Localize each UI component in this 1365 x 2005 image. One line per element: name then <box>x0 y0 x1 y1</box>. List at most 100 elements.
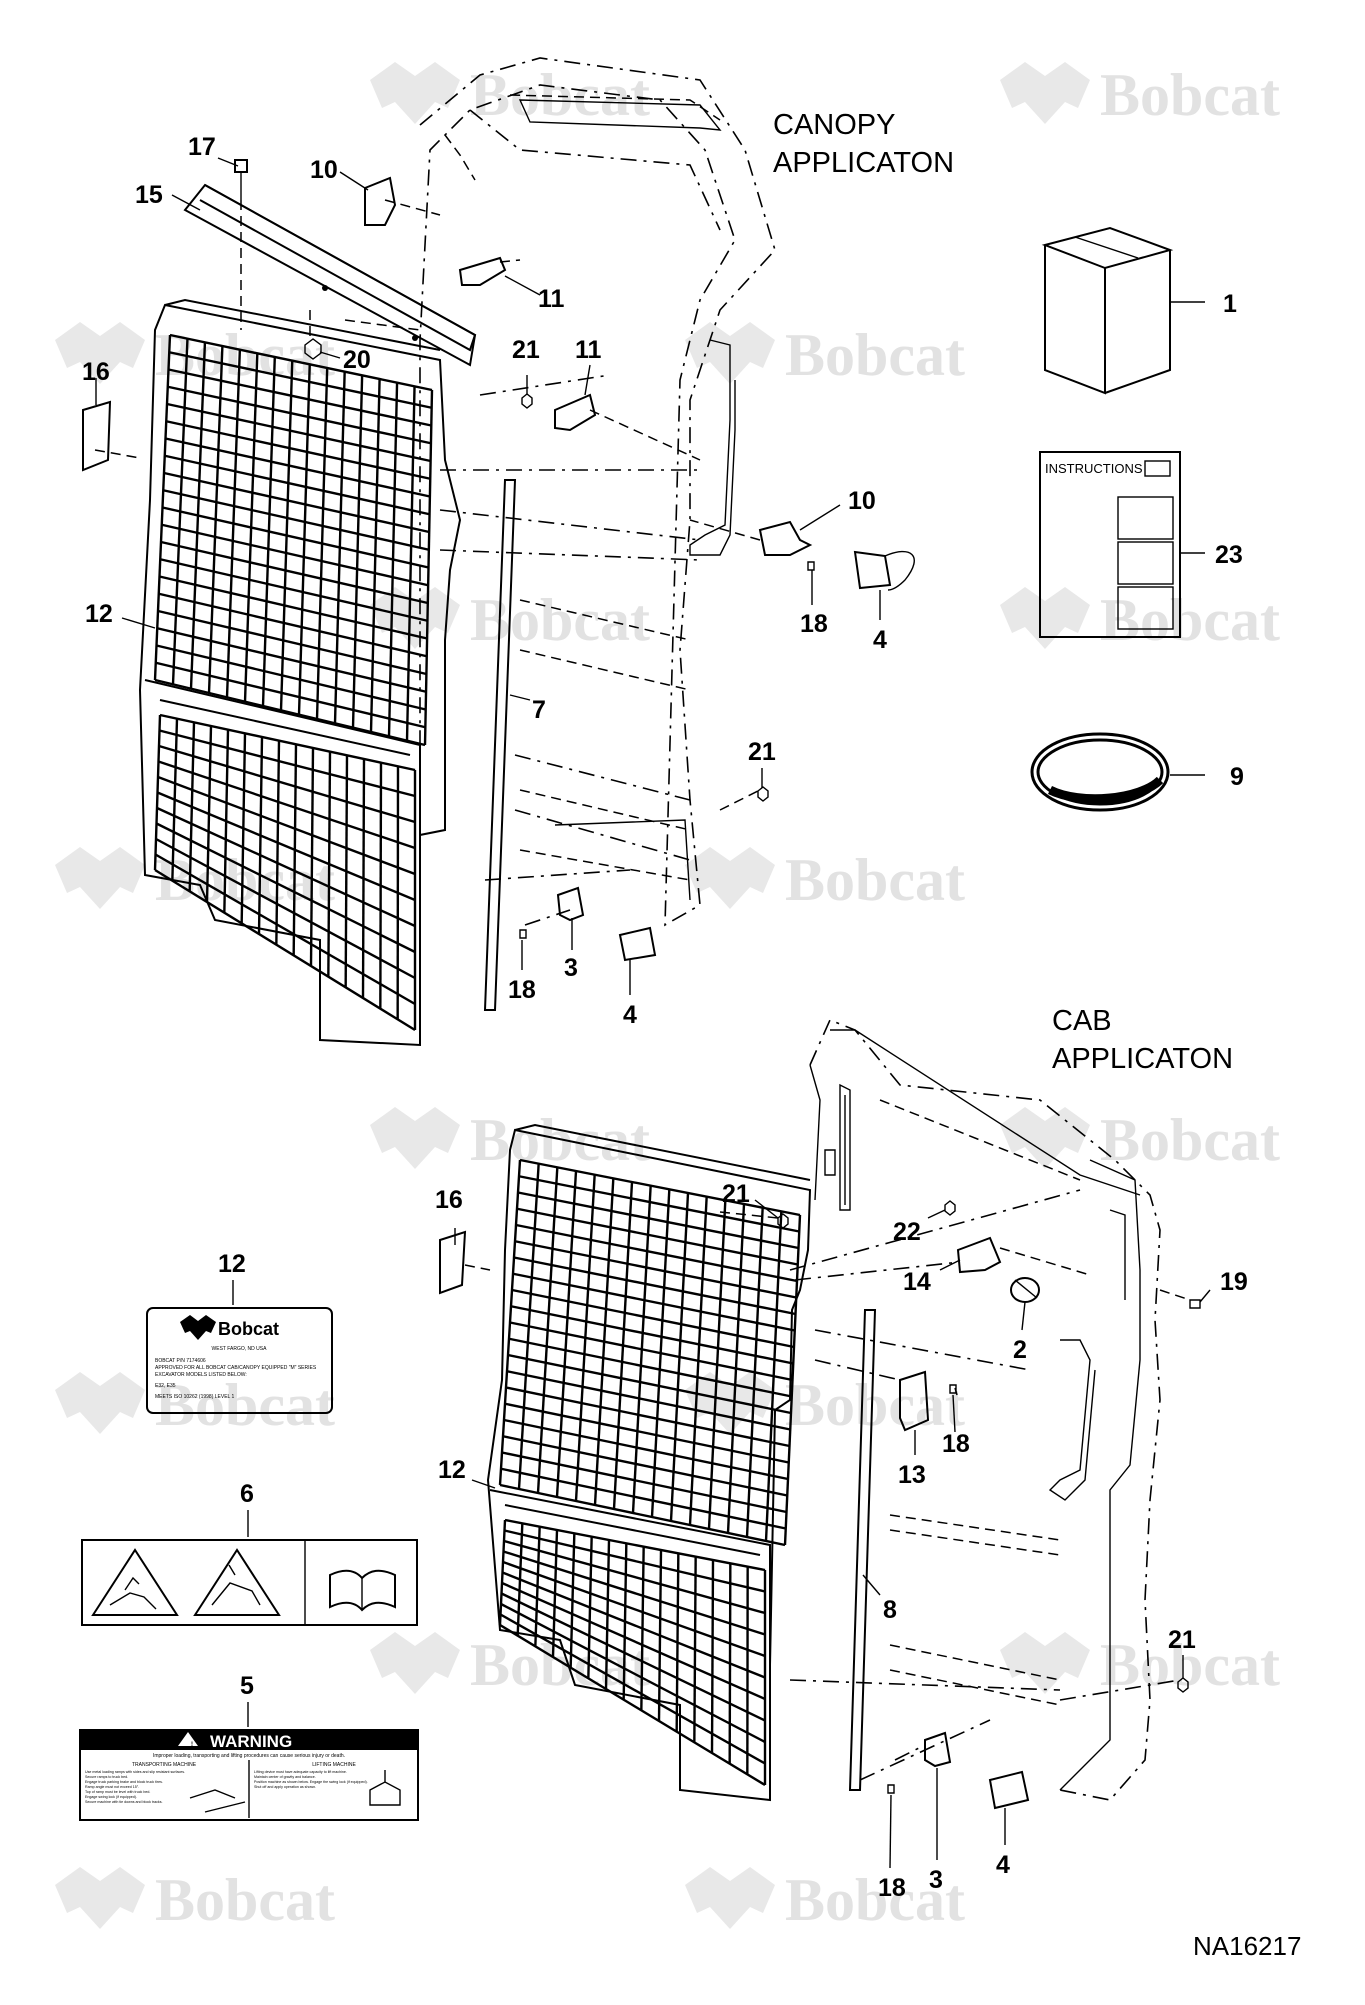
svg-text:!: ! <box>191 1742 193 1748</box>
callout-12: 12 <box>438 1456 466 1484</box>
mesh-wire <box>520 1160 800 1215</box>
knob-2 <box>1011 1278 1039 1302</box>
svg-text:Top of ramp must be level with: Top of ramp must be level with truck bed… <box>85 1790 150 1794</box>
decal-5-left-header: TRANSPORTING MACHINE <box>132 1762 197 1768</box>
callout-5: 5 <box>240 1672 254 1700</box>
watermark-text: Bobcat <box>155 1867 335 1933</box>
mesh-wire <box>505 1531 766 1592</box>
watermark-text: Bobcat <box>470 62 650 128</box>
mesh-wire <box>517 1209 798 1265</box>
watermark-text: Bobcat <box>155 847 335 913</box>
callout-9: 9 <box>1230 763 1244 791</box>
mesh-wire <box>509 1339 792 1397</box>
callout-18: 18 <box>878 1874 906 1902</box>
svg-text:Shut off and apply operation a: Shut off and apply operation as shown. <box>254 1785 316 1789</box>
callout-11: 11 <box>575 336 602 364</box>
decal-6-panel <box>82 1510 417 1625</box>
decal-5-right-items: Lifting device must have adequate capaci… <box>254 1770 368 1789</box>
callout-7: 7 <box>532 696 546 724</box>
decal-16-lower <box>440 1232 465 1293</box>
callout-12: 12 <box>85 600 113 628</box>
callout-16: 16 <box>82 358 110 386</box>
mesh-wire <box>160 715 415 770</box>
mesh-wire <box>519 1176 799 1231</box>
callout-4: 4 <box>623 1001 637 1029</box>
decal-5-right-header: LIFTING MACHINE <box>312 1762 356 1768</box>
mesh-wire <box>159 762 416 849</box>
cab-heading-line1: CAB <box>1052 1005 1112 1037</box>
callout-6: 6 <box>240 1480 254 1508</box>
tip-warning-icon <box>195 1550 279 1615</box>
decal-5-left-items: Use metal loading ramps with sides and s… <box>85 1770 185 1804</box>
callout-17: 17 <box>188 133 216 161</box>
mesh-wire <box>166 421 430 479</box>
callout-15: 15 <box>135 181 163 209</box>
mesh-wire <box>516 1225 797 1281</box>
svg-text:Maintain center of gravity and: Maintain center of gravity and balance. <box>254 1775 316 1779</box>
watermark-text: Bobcat <box>785 1372 965 1438</box>
bracket-14 <box>958 1238 1000 1272</box>
cab-heading-line2: APPLICATON <box>1052 1043 1233 1075</box>
screw-18-cab-lower <box>888 1785 894 1793</box>
decal-12-brand: Bobcat <box>218 1319 279 1339</box>
mesh-wire <box>156 663 426 728</box>
callout-18: 18 <box>508 976 536 1004</box>
manual-book-icon <box>330 1571 395 1610</box>
mesh-wire <box>157 646 426 710</box>
nut-21-upper <box>522 394 532 408</box>
cab-screen <box>488 1125 810 1800</box>
callout-20: 20 <box>343 346 371 374</box>
callout-18: 18 <box>800 610 828 638</box>
screw-18-lower <box>520 930 526 938</box>
mesh-wire <box>502 1453 787 1513</box>
callout-8: 8 <box>883 1596 897 1624</box>
callout-4: 4 <box>996 1851 1010 1879</box>
decal-5-panel: ! WARNING Improper loading, transporting… <box>80 1702 418 1820</box>
canopy-heading-line1: CANOPY <box>773 109 895 141</box>
callout-1: 1 <box>1223 290 1237 318</box>
bracket-11-upper <box>460 258 505 285</box>
mesh-wire <box>512 1290 794 1347</box>
bolt-17 <box>235 160 247 330</box>
callout-21: 21 <box>722 1180 750 1208</box>
svg-text:Engage swing lock (if equipped: Engage swing lock (if equipped). <box>85 1795 137 1799</box>
callout-2: 2 <box>1013 1336 1027 1364</box>
callout-19: 19 <box>1220 1268 1248 1296</box>
mesh-wire <box>160 559 427 621</box>
mesh-wire <box>504 1552 766 1635</box>
latch-3-upper <box>558 888 583 920</box>
mesh-wire <box>160 731 416 797</box>
kit-box-1 <box>1045 228 1205 393</box>
mesh-wire <box>165 456 430 515</box>
canopy-frame-phantom <box>420 58 775 925</box>
latch-3-lower <box>925 1733 950 1766</box>
mesh-wire <box>162 525 428 586</box>
svg-text:Ramp angle must not exceed 15°: Ramp angle must not exceed 15°. <box>85 1785 139 1789</box>
decal-12-line1: WEST FARGO, ND USA <box>212 1346 268 1352</box>
mesh-wire <box>157 628 426 692</box>
decal-5-subtitle: Improper loading, transporting and lifti… <box>153 1753 345 1759</box>
screw-19 <box>1190 1300 1200 1308</box>
callout-4: 4 <box>873 626 887 654</box>
svg-text:Secure ramps to truck bed.: Secure ramps to truck bed. <box>85 1775 128 1779</box>
decal-12-line4: EXCAVATOR MODELS LISTED BELOW: <box>155 1372 247 1378</box>
latch-4-upper <box>855 552 914 590</box>
watermark-text: Bobcat <box>1100 62 1280 128</box>
latch-4-lower <box>620 928 655 960</box>
screw-18-upper <box>808 562 814 570</box>
canopy-screen <box>140 300 460 1045</box>
decal-12-line3: APPROVED FOR ALL BOBCAT CAB/CANOPY EQUIP… <box>155 1365 317 1371</box>
decal-5-title: WARNING <box>210 1732 292 1751</box>
svg-text:Use metal loading ramps with s: Use metal loading ramps with sides and s… <box>85 1770 185 1774</box>
callout-16: 16 <box>435 1186 463 1214</box>
decal-12-line6: MEETS ISO 10262 (1998) LEVEL 1 <box>155 1394 235 1400</box>
callout-23: 23 <box>1215 541 1243 569</box>
callout-22: 22 <box>893 1218 921 1246</box>
watermark-text: Bobcat <box>785 322 965 388</box>
watermark-text: Bobcat <box>1100 587 1280 653</box>
mesh-wire <box>511 1306 793 1363</box>
decal-12-line2: BOBCAT P/N 7174606 <box>155 1358 206 1364</box>
mesh-wire <box>159 746 415 822</box>
watermarks: Bobcat Bobcat Bobcat Bobcat Bobcat Bobca… <box>55 62 1280 1933</box>
